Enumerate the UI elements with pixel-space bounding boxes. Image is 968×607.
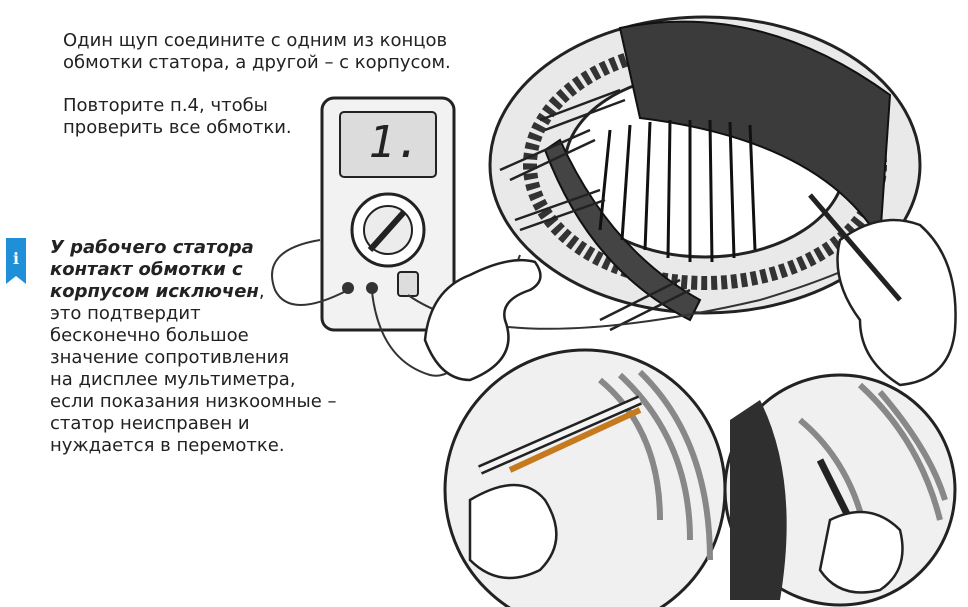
note-line: статор неисправен и <box>50 413 340 435</box>
instruction-repeat-text: Повторите п.4, чтобы проверить все обмот… <box>63 95 323 139</box>
detail-circle-right <box>725 375 955 605</box>
info-note: У рабочего статора контакт обмотки с кор… <box>50 237 340 457</box>
note-bold-line: У рабочего статора <box>50 237 340 259</box>
multimeter-display: 1. <box>360 118 430 168</box>
note-line: это подтвердит <box>50 303 340 325</box>
note-bold-line: контакт обмотки с <box>50 259 340 281</box>
note-bold-line: корпусом исключен, <box>50 281 340 303</box>
note-line: нуждается в перемотке. <box>50 435 340 457</box>
hand-right-illustration <box>810 195 956 385</box>
instruction-step-text: Один щуп соедините с одним из концов обм… <box>63 30 453 74</box>
detail-circle-left <box>445 350 725 607</box>
info-icon: i <box>6 238 26 284</box>
note-line: на дисплее мультиметра, <box>50 369 340 391</box>
note-line: бесконечно большое <box>50 325 340 347</box>
svg-text:i: i <box>13 249 19 268</box>
note-line: если показания низкоомные – <box>50 391 340 413</box>
note-line: значение сопротивления <box>50 347 340 369</box>
